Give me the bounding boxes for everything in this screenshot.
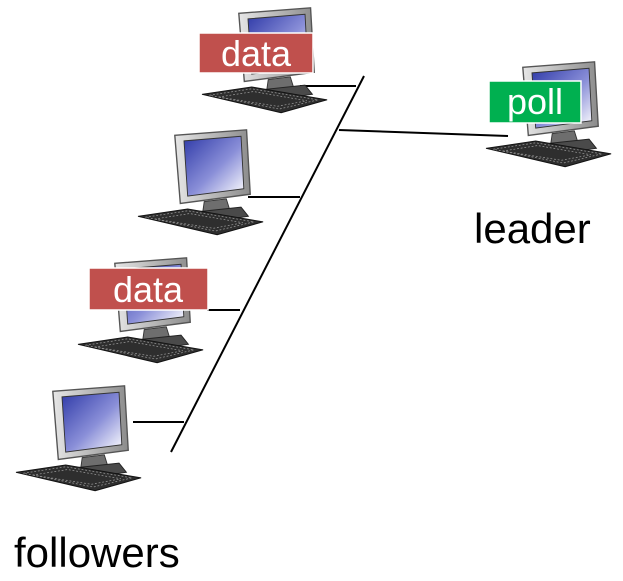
followers-label: followers: [14, 529, 180, 576]
network-links: [133, 75, 509, 453]
data-tag-top-box: [198, 32, 314, 74]
poll-tag: poll: [488, 80, 582, 124]
data-tag-middle-box: [88, 267, 209, 311]
data-tag-middle-text: data: [113, 269, 184, 310]
data-tag-middle: data: [88, 267, 209, 311]
poll-tag-box: [488, 80, 582, 124]
follower-4-computer-icon: [15, 385, 142, 492]
follower-2-computer-icon: [137, 129, 264, 236]
shared-bus-line: [170, 75, 365, 453]
leader-label: leader: [474, 205, 591, 252]
data-tag-top: data: [198, 32, 314, 74]
data-tag-top-text: data: [221, 33, 292, 74]
leader-link: [338, 129, 509, 137]
poll-tag-text: poll: [507, 81, 563, 122]
